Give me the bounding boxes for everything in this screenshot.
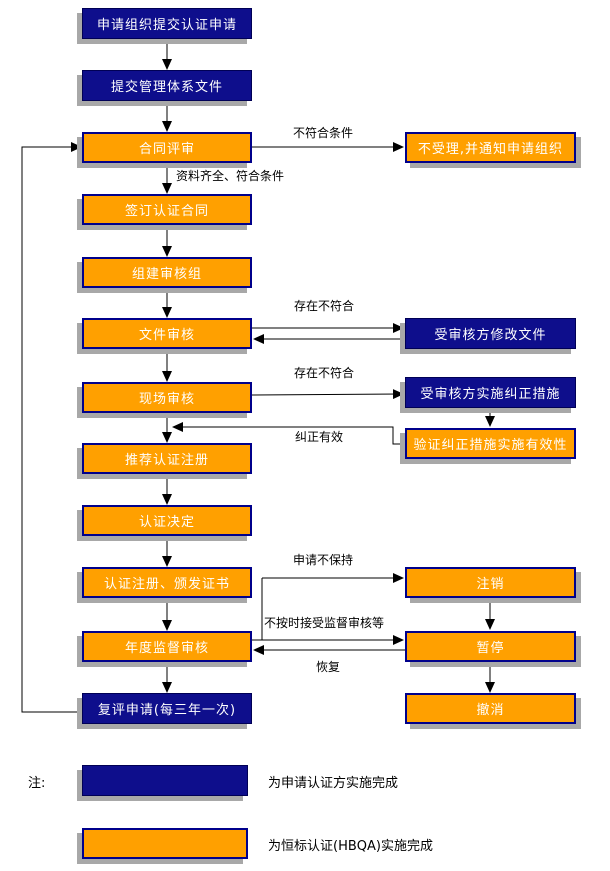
node-revise-documents: 受审核方修改文件 xyxy=(405,318,576,349)
edge-label-correction-effective: 纠正有效 xyxy=(294,430,345,444)
edge-label-not-maintain: 申请不保持 xyxy=(292,553,355,567)
node-recommend-registration: 推荐认证注册 xyxy=(82,443,252,474)
node-label: 推荐认证注册 xyxy=(124,453,209,468)
node-label: 验证纠正措施实施有效性 xyxy=(413,438,568,453)
node-label: 签订认证合同 xyxy=(124,204,209,219)
node-document-review: 文件审核 xyxy=(82,318,252,349)
legend-swatch-applicant xyxy=(82,765,248,796)
edge-label-not-qualified: 不符合条件 xyxy=(292,126,355,140)
node-label: 文件审核 xyxy=(138,328,195,343)
node-label: 提交管理体系文件 xyxy=(110,80,223,95)
edge-label-no-surveillance: 不按时接受监督审核等 xyxy=(263,616,386,630)
edge-verify-return xyxy=(172,422,405,445)
node-reject-notice: 不受理,并通知申请组织 xyxy=(405,132,576,163)
node-label: 组建审核组 xyxy=(131,267,202,282)
node-label: 受审核方修改文件 xyxy=(434,328,547,343)
edge-label-nonconformity-doc: 存在不符合 xyxy=(293,299,356,313)
node-label: 注销 xyxy=(476,577,505,592)
node-sign-contract: 签订认证合同 xyxy=(82,194,252,225)
edge-label-nonconformity-site: 存在不符合 xyxy=(293,366,356,380)
node-cancel: 注销 xyxy=(405,567,576,598)
node-withdraw: 撤消 xyxy=(405,693,576,724)
node-submit-documents: 提交管理体系文件 xyxy=(82,70,252,101)
edge-reassessment-loop xyxy=(21,142,82,713)
node-register-issue-cert: 认证注册、颁发证书 xyxy=(82,567,252,598)
node-form-audit-team: 组建审核组 xyxy=(82,257,252,288)
node-label: 暂停 xyxy=(476,641,505,656)
node-label: 撤消 xyxy=(476,703,505,718)
edge-siteaudit-to-corrective xyxy=(251,389,404,400)
node-reassessment: 复评申请(每三年一次) xyxy=(82,693,252,724)
legend-text-certifier: 为恒标认证(HBQA)实施完成 xyxy=(268,839,433,854)
node-label: 申请组织提交认证申请 xyxy=(96,18,237,33)
node-label: 年度监督审核 xyxy=(124,641,209,656)
node-label: 认证决定 xyxy=(138,515,195,530)
node-certification-decision: 认证决定 xyxy=(82,505,252,536)
legend-swatch-certifier xyxy=(82,828,248,859)
node-label: 不受理,并通知申请组织 xyxy=(417,142,564,157)
node-contract-review: 合同评审 xyxy=(82,132,252,163)
node-verify-corrective: 验证纠正措施实施有效性 xyxy=(405,428,576,459)
legend-note-label: 注: xyxy=(28,776,46,791)
node-label: 现场审核 xyxy=(138,392,195,407)
edge-label-qualified: 资料齐全、符合条件 xyxy=(175,169,286,183)
node-suspend: 暂停 xyxy=(405,631,576,662)
node-submit-application: 申请组织提交认证申请 xyxy=(82,8,252,39)
node-annual-surveillance: 年度监督审核 xyxy=(82,631,252,662)
edge-label-resume: 恢复 xyxy=(315,660,342,674)
node-label: 受审核方实施纠正措施 xyxy=(420,387,561,402)
node-label: 认证注册、颁发证书 xyxy=(103,577,230,592)
node-site-audit: 现场审核 xyxy=(82,382,252,413)
legend-text-applicant: 为申请认证方实施完成 xyxy=(268,776,399,791)
node-label: 复评申请(每三年一次) xyxy=(97,703,237,718)
node-corrective-actions: 受审核方实施纠正措施 xyxy=(405,377,576,408)
node-label: 合同评审 xyxy=(138,142,195,157)
